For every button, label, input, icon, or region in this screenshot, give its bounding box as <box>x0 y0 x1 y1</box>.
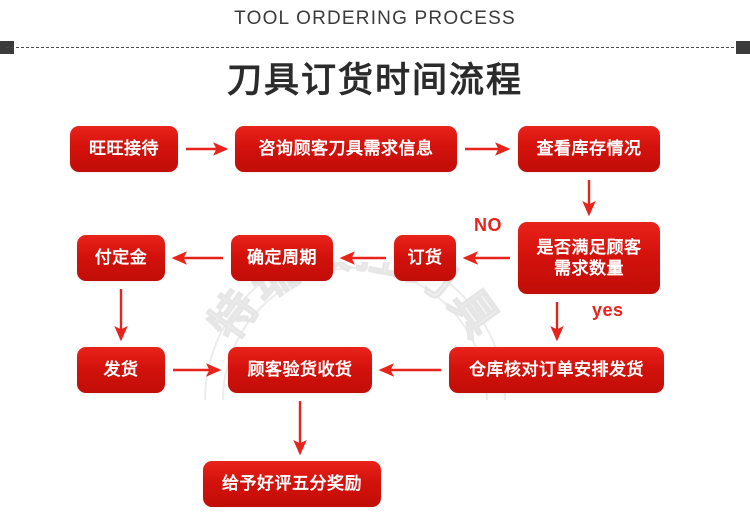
flow-node-inspect[interactable]: 顾客验货收货 <box>228 347 372 393</box>
header-divider <box>0 41 750 55</box>
flow-node-period[interactable]: 确定周期 <box>231 235 333 281</box>
flow-node-ship[interactable]: 发货 <box>77 347 165 393</box>
flow-label-yes: yes <box>592 300 624 320</box>
flow-node-warehouse[interactable]: 仓库核对订单安排发货 <box>449 347 664 393</box>
flow-node-order[interactable]: 订货 <box>394 235 456 281</box>
divider-cap-right <box>736 41 750 54</box>
divider-dotted-line <box>6 47 744 48</box>
flow-label-no: NO <box>474 215 502 235</box>
flow-node-review[interactable]: 给予好评五分奖励 <box>203 461 381 507</box>
page-subtitle-english: TOOL ORDERING PROCESS <box>234 8 516 29</box>
flow-node-checkstock[interactable]: 查看库存情况 <box>518 126 660 172</box>
flow-node-deposit[interactable]: 付定金 <box>77 235 165 281</box>
flow-node-decision[interactable]: 是否满足顾客 需求数量 <box>518 222 660 294</box>
flow-node-wangwang[interactable]: 旺旺接待 <box>70 126 178 172</box>
page-title: 刀具订货时间流程 <box>226 61 523 100</box>
flow-node-consult[interactable]: 咨询顾客刀具需求信息 <box>235 126 457 172</box>
